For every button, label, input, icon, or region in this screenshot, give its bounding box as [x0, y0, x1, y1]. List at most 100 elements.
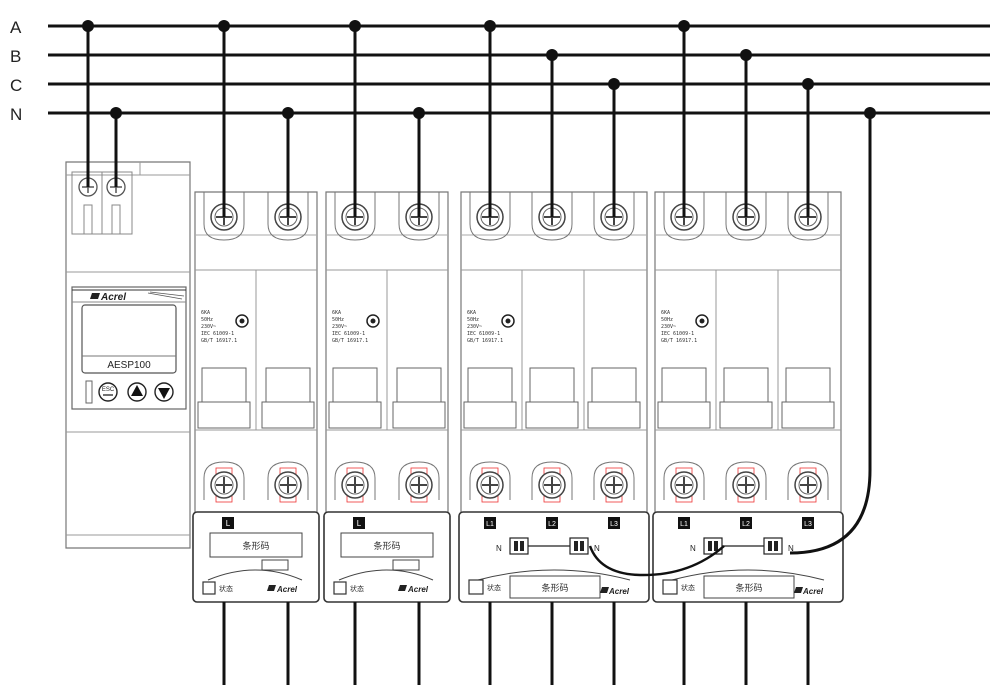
terminal-tag-l3 — [608, 517, 620, 529]
svg-text:L1: L1 — [486, 521, 494, 528]
svg-text:L1: L1 — [680, 521, 688, 528]
spec-line-5: GB/T 16917.1 — [661, 338, 697, 344]
handle-1[interactable] — [657, 401, 711, 429]
svg-text:条形码: 条形码 — [735, 582, 762, 593]
spec-line-4: IEC 61009-1 — [467, 331, 500, 337]
spec-line-4: IEC 61009-1 — [332, 331, 365, 337]
svg-text:L: L — [357, 519, 362, 528]
spec-line-3: 230V~ — [332, 324, 347, 330]
neutral-terminal-left — [703, 537, 723, 555]
barcode-label — [509, 575, 601, 599]
esc-button-label: ESC — [102, 387, 115, 393]
up-button[interactable] — [127, 382, 147, 402]
barcode-label — [703, 575, 795, 599]
status-indicator — [468, 579, 484, 595]
handle-1[interactable] — [328, 401, 382, 429]
neutral-terminal-right — [763, 537, 783, 555]
handle-2[interactable] — [261, 401, 315, 429]
bus-lines — [48, 24, 990, 115]
sensor-module — [652, 511, 844, 603]
breaker-three-phase-1: 6KA 50Hz 230V~ IEC 61009-1 GB/T 16917.1 — [458, 191, 650, 603]
status-indicator — [333, 581, 347, 595]
terminal-tag-l3 — [802, 517, 814, 529]
handle-2[interactable] — [525, 401, 579, 429]
handle-2[interactable] — [392, 401, 446, 429]
brand-label: Acrel — [407, 585, 429, 594]
spec-line-1: 6KA — [332, 310, 341, 316]
down-button[interactable] — [154, 382, 174, 402]
spec-line-4: IEC 61009-1 — [201, 331, 234, 337]
status-label: 状态 — [219, 584, 233, 593]
bus-label-c: C — [10, 76, 22, 95]
junction-dots — [82, 20, 876, 119]
terminal-tag-l — [353, 517, 365, 529]
neutral-label-left: N — [690, 544, 696, 553]
status-label: 状态 — [487, 583, 501, 592]
spec-line-2: 50Hz — [201, 317, 213, 323]
neutral-label-right: N — [788, 544, 794, 553]
spec-line-3: 230V~ — [467, 324, 482, 330]
load-wires — [222, 602, 810, 685]
meter-brand-text: Acrel — [100, 292, 126, 303]
breaker-single-phase-1: 6KA 50Hz 230V~ IEC 61009-1 GB/T 16917.1 … — [192, 191, 320, 603]
brand-label: Acrel — [802, 587, 824, 596]
status-indicator — [662, 579, 678, 595]
meter-model-label: AESP100 — [107, 360, 151, 371]
terminal-tag-l — [222, 517, 234, 529]
breaker-three-phase-2: 6KA 50Hz 230V~ IEC 61009-1 GB/T 16917.1 — [652, 191, 844, 603]
svg-text:条形码: 条形码 — [242, 540, 269, 551]
bus-label-n: N — [10, 105, 22, 124]
esc-button[interactable]: ESC — [98, 382, 118, 402]
neutral-terminal-left — [509, 537, 529, 555]
spec-line-4: IEC 61009-1 — [661, 331, 694, 337]
breaker-single-phase-2: 6KA 50Hz 230V~ IEC 61009-1 GB/T 16917.1 … — [323, 191, 451, 603]
status-label: 状态 — [350, 584, 364, 593]
meter-brand-logo: Acrel — [90, 292, 126, 303]
barcode-label — [209, 532, 303, 558]
triangle-up-icon — [131, 385, 143, 396]
bus-label-b: B — [10, 47, 21, 66]
spec-line-5: GB/T 16917.1 — [332, 338, 368, 344]
neutral-terminal-right — [569, 537, 589, 555]
handle-1[interactable] — [463, 401, 517, 429]
neutral-label-left: N — [496, 544, 502, 553]
energy-meter: Acrel AESP100 ESC — [65, 161, 191, 549]
sensor-module — [458, 511, 650, 603]
status-label: 状态 — [681, 583, 695, 592]
bus-label-a: A — [10, 18, 22, 37]
feeder-wires — [86, 26, 872, 577]
handle-3[interactable] — [781, 401, 835, 429]
svg-text:L: L — [226, 519, 231, 528]
spec-line-2: 50Hz — [661, 317, 673, 323]
svg-text:条形码: 条形码 — [541, 582, 568, 593]
svg-text:L2: L2 — [742, 521, 750, 528]
svg-text:L2: L2 — [548, 521, 556, 528]
spec-line-2: 50Hz — [467, 317, 479, 323]
triangle-down-icon — [158, 388, 170, 399]
terminal-tag-l2 — [740, 517, 752, 529]
spec-line-1: 6KA — [467, 310, 476, 316]
spec-line-2: 50Hz — [332, 317, 344, 323]
brand-label: Acrel — [608, 587, 630, 596]
svg-text:L3: L3 — [804, 521, 812, 528]
spec-line-1: 6KA — [661, 310, 670, 316]
terminal-tag-l2 — [546, 517, 558, 529]
handle-3[interactable] — [587, 401, 641, 429]
spec-line-3: 230V~ — [661, 324, 676, 330]
wire-neutral-feed — [789, 113, 872, 555]
spec-line-5: GB/T 16917.1 — [201, 338, 237, 344]
meter-indicator-led — [85, 380, 93, 404]
wire-neutral-link — [588, 545, 725, 577]
status-indicator — [202, 581, 216, 595]
terminal-tag-l1 — [678, 517, 690, 529]
spec-line-1: 6KA — [201, 310, 210, 316]
handle-2[interactable] — [719, 401, 773, 429]
spec-line-5: GB/T 16917.1 — [467, 338, 503, 344]
spec-line-3: 230V~ — [201, 324, 216, 330]
handle-1[interactable] — [197, 401, 251, 429]
terminal-tag-l1 — [484, 517, 496, 529]
svg-text:L3: L3 — [610, 521, 618, 528]
barcode-label — [340, 532, 434, 558]
